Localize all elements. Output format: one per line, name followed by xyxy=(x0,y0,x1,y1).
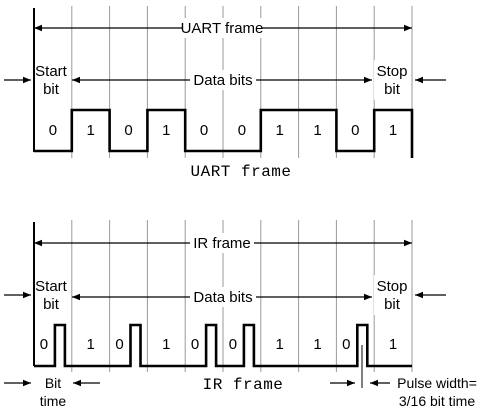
ir-stop-label-line2: bit xyxy=(384,296,401,313)
uart-signal-waveform xyxy=(34,108,414,158)
uart-bit-value: 0 xyxy=(49,122,57,139)
ir-bit-value: 1 xyxy=(313,336,321,353)
ir-start-label-bg xyxy=(36,275,70,315)
uart-bit-value: 0 xyxy=(238,122,246,139)
ir-stop-label-line1: Stop xyxy=(377,278,408,295)
ir-bit-value: 1 xyxy=(162,336,170,353)
uart-start-label-line2: bit xyxy=(43,81,60,98)
uart-bit-value: 0 xyxy=(200,122,208,139)
ir-data-bits-label: Data bits xyxy=(193,289,252,306)
ir-bit-value: 1 xyxy=(87,336,95,353)
ir-frame-label: IR frame xyxy=(193,235,251,252)
uart-bit-value: 0 xyxy=(351,122,359,139)
ir-bit-value: 0 xyxy=(342,336,350,353)
pulse-width-label-line1: Pulse width= xyxy=(397,375,477,391)
uart-start-label-line1: Start xyxy=(35,63,68,80)
ir-bit-value: 1 xyxy=(389,336,397,353)
ir-bit-value: 0 xyxy=(191,336,199,353)
uart-bit-value: 1 xyxy=(313,122,321,139)
bit-time-label-line1: Bit xyxy=(45,375,61,391)
uart-frame-label: UART frame xyxy=(181,20,264,37)
ir-data-label-bg xyxy=(190,287,256,307)
uart-frame-label-bg xyxy=(182,18,262,38)
uart-caption: UART frame xyxy=(190,163,291,181)
ir-bit-value: 1 xyxy=(276,336,284,353)
ir-start-label-line2: bit xyxy=(43,296,60,313)
uart-data-label-bg xyxy=(190,70,256,90)
ir-signal-waveform xyxy=(34,323,412,368)
uart-stop-label-line2: bit xyxy=(384,81,401,98)
ir-bit-value: 0 xyxy=(229,336,237,353)
pulse-width-label-line2: 3/16 bit time xyxy=(399,393,475,409)
bit-time-label-line2: time xyxy=(40,393,67,409)
ir-frame-label-bg xyxy=(190,233,254,253)
uart-data-bits-label: Data bits xyxy=(193,72,252,89)
uart-bit-value: 1 xyxy=(389,122,397,139)
uart-start-label-bg xyxy=(36,60,70,100)
uart-bit-value: 0 xyxy=(124,122,132,139)
uart-bit-values: 0 1 0 1 0 0 1 1 0 1 xyxy=(49,122,398,139)
uart-bit-value: 1 xyxy=(276,122,284,139)
ir-caption: IR frame xyxy=(203,376,284,394)
ir-bit-values: 0 1 0 1 0 0 1 1 0 1 xyxy=(40,336,398,353)
uart-stop-label-line1: Stop xyxy=(377,63,408,80)
uart-bit-value: 1 xyxy=(162,122,170,139)
uart-stop-label-bg xyxy=(374,60,410,100)
ir-bit-value: 0 xyxy=(115,336,123,353)
ir-bit-value: 0 xyxy=(40,336,48,353)
uart-panel: UART frame Start bit Stop bit Data bits … xyxy=(4,6,446,181)
ir-panel: IR frame Start bit Stop bit Data bits 0 1… xyxy=(4,220,477,409)
ir-stop-label-bg xyxy=(374,275,410,315)
ir-start-label-line1: Start xyxy=(35,278,68,295)
uart-bit-value: 1 xyxy=(87,122,95,139)
